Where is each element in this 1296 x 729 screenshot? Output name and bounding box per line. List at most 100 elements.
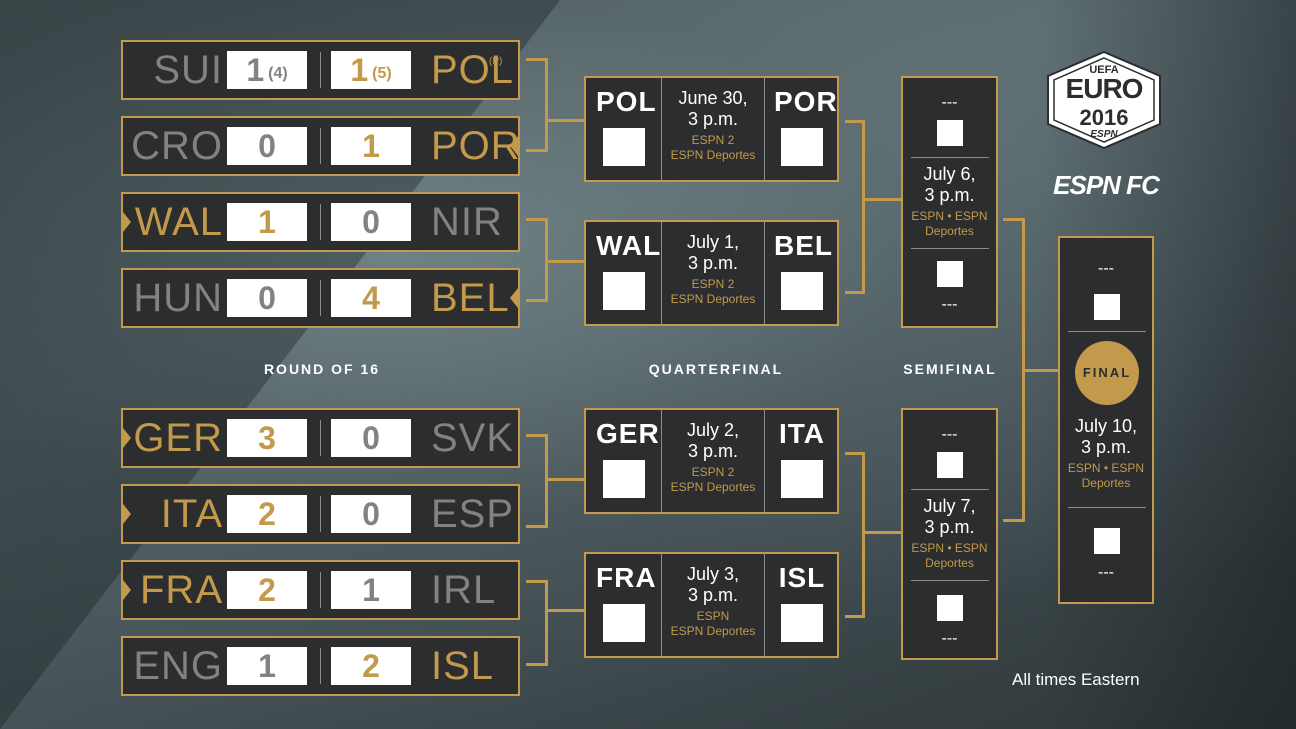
divider: [320, 52, 321, 88]
tv-line1: ESPN • ESPN: [1067, 461, 1145, 475]
match-time: 3 p.m.: [1080, 437, 1132, 457]
tv-line2: Deportes: [925, 224, 974, 238]
team1-code: POL: [596, 86, 657, 117]
round-of-16-label: ROUND OF 16: [263, 361, 381, 377]
euro-shield-icon: [1047, 50, 1161, 150]
team2-placeholder: ---: [1098, 564, 1114, 581]
match-date: July 10,: [1074, 416, 1138, 436]
connector: [548, 260, 584, 263]
connector: [548, 478, 584, 481]
team1-code: WAL: [596, 230, 662, 261]
r16-match: SUI 1(4) 1(5) POL (P): [121, 40, 520, 100]
team2-score: 1: [331, 571, 411, 609]
team2-code: NIR: [431, 200, 503, 244]
team1-score: 0: [227, 127, 307, 165]
divider: [320, 280, 321, 316]
connector: [1003, 218, 1025, 522]
r16-match: HUN 0 4 BEL: [121, 268, 520, 328]
team2-placeholder: ---: [941, 296, 958, 313]
winner-arrow: [510, 136, 518, 156]
match-date: July 1,: [686, 232, 740, 252]
divider: [1068, 331, 1146, 332]
tv-line1: ESPN 2: [691, 277, 735, 291]
r16-match: GER 3 0 SVK: [121, 408, 520, 468]
team1-score: 0: [227, 279, 307, 317]
team2-score-box: [781, 604, 823, 642]
team2-code: ITA: [778, 418, 826, 449]
match-date: July 3,: [686, 564, 740, 584]
espn-fc-logo: ESPN FC: [1053, 170, 1160, 200]
score-value: 1: [246, 52, 265, 88]
connector: [548, 609, 584, 612]
tv-line2: ESPN Deportes: [670, 624, 756, 638]
team2-code: POL: [431, 48, 515, 92]
tv-line2: Deportes: [1081, 476, 1131, 490]
team2-code: BEL: [431, 276, 510, 320]
divider: [911, 580, 989, 581]
r16-match: FRA 2 1 IRL: [121, 560, 520, 620]
r16-match: ITA 2 0 ESP: [121, 484, 520, 544]
connector: [526, 58, 548, 152]
team1-score-box: [603, 128, 645, 166]
team2-score-box: [1094, 528, 1120, 554]
team1-score: 1: [227, 647, 307, 685]
penalty-score: (4): [268, 65, 288, 82]
team2-code: ESP: [431, 492, 515, 536]
divider: [320, 204, 321, 240]
r16-match: ENG 1 2 ISL: [121, 636, 520, 696]
quarterfinal-label: QUARTERFINAL: [648, 361, 784, 377]
final-badge: FINAL: [1075, 341, 1139, 405]
divider: [320, 128, 321, 164]
euro-2016-logo: UEFA EURO 2016 ESPN: [1044, 50, 1164, 150]
time-zone-note: All times Eastern: [1012, 670, 1140, 689]
match-time: 3 p.m.: [687, 585, 739, 605]
team1-placeholder: ---: [941, 426, 958, 443]
connector: [526, 434, 548, 528]
connector: [1025, 369, 1058, 372]
score-value: 1: [350, 52, 369, 88]
match-date: June 30,: [678, 88, 748, 108]
semifinal-label: SEMIFINAL: [903, 361, 997, 377]
team2-score-box: [781, 460, 823, 498]
connector: [865, 198, 901, 201]
team2-code: POR: [774, 86, 838, 117]
team1-score-box: [937, 120, 963, 146]
connector: [845, 452, 865, 618]
team2-code: ISL: [778, 562, 826, 593]
team1-code: FRA: [140, 568, 223, 612]
team2-score: 4: [331, 279, 411, 317]
team2-score: 0: [331, 495, 411, 533]
team1-code: GER: [596, 418, 660, 449]
team1-score-box: [603, 272, 645, 310]
team2-code: POR: [431, 124, 521, 168]
tv-line2: Deportes: [925, 556, 974, 570]
team1-score-box: [603, 460, 645, 498]
tv-line1: ESPN • ESPN: [911, 209, 988, 223]
winner-arrow: [123, 504, 131, 524]
year-text: 2016: [1079, 105, 1129, 130]
team1-code: FRA: [596, 562, 657, 593]
match-time: 3 p.m.: [924, 517, 975, 537]
team2-code: ISL: [431, 644, 495, 688]
team2-score: 1: [331, 127, 411, 165]
winner-arrow: [123, 580, 131, 600]
team1-code: WAL: [134, 200, 223, 244]
team1-code: HUN: [133, 276, 223, 320]
tv-line1: ESPN 2: [691, 133, 735, 147]
team1-code: SUI: [153, 48, 223, 92]
team1-score: 1(4): [227, 51, 307, 89]
team1-placeholder: ---: [941, 94, 958, 111]
team1-score-box: [1094, 294, 1120, 320]
team2-score-box: [781, 272, 823, 310]
tv-line1: ESPN 2: [691, 465, 735, 479]
